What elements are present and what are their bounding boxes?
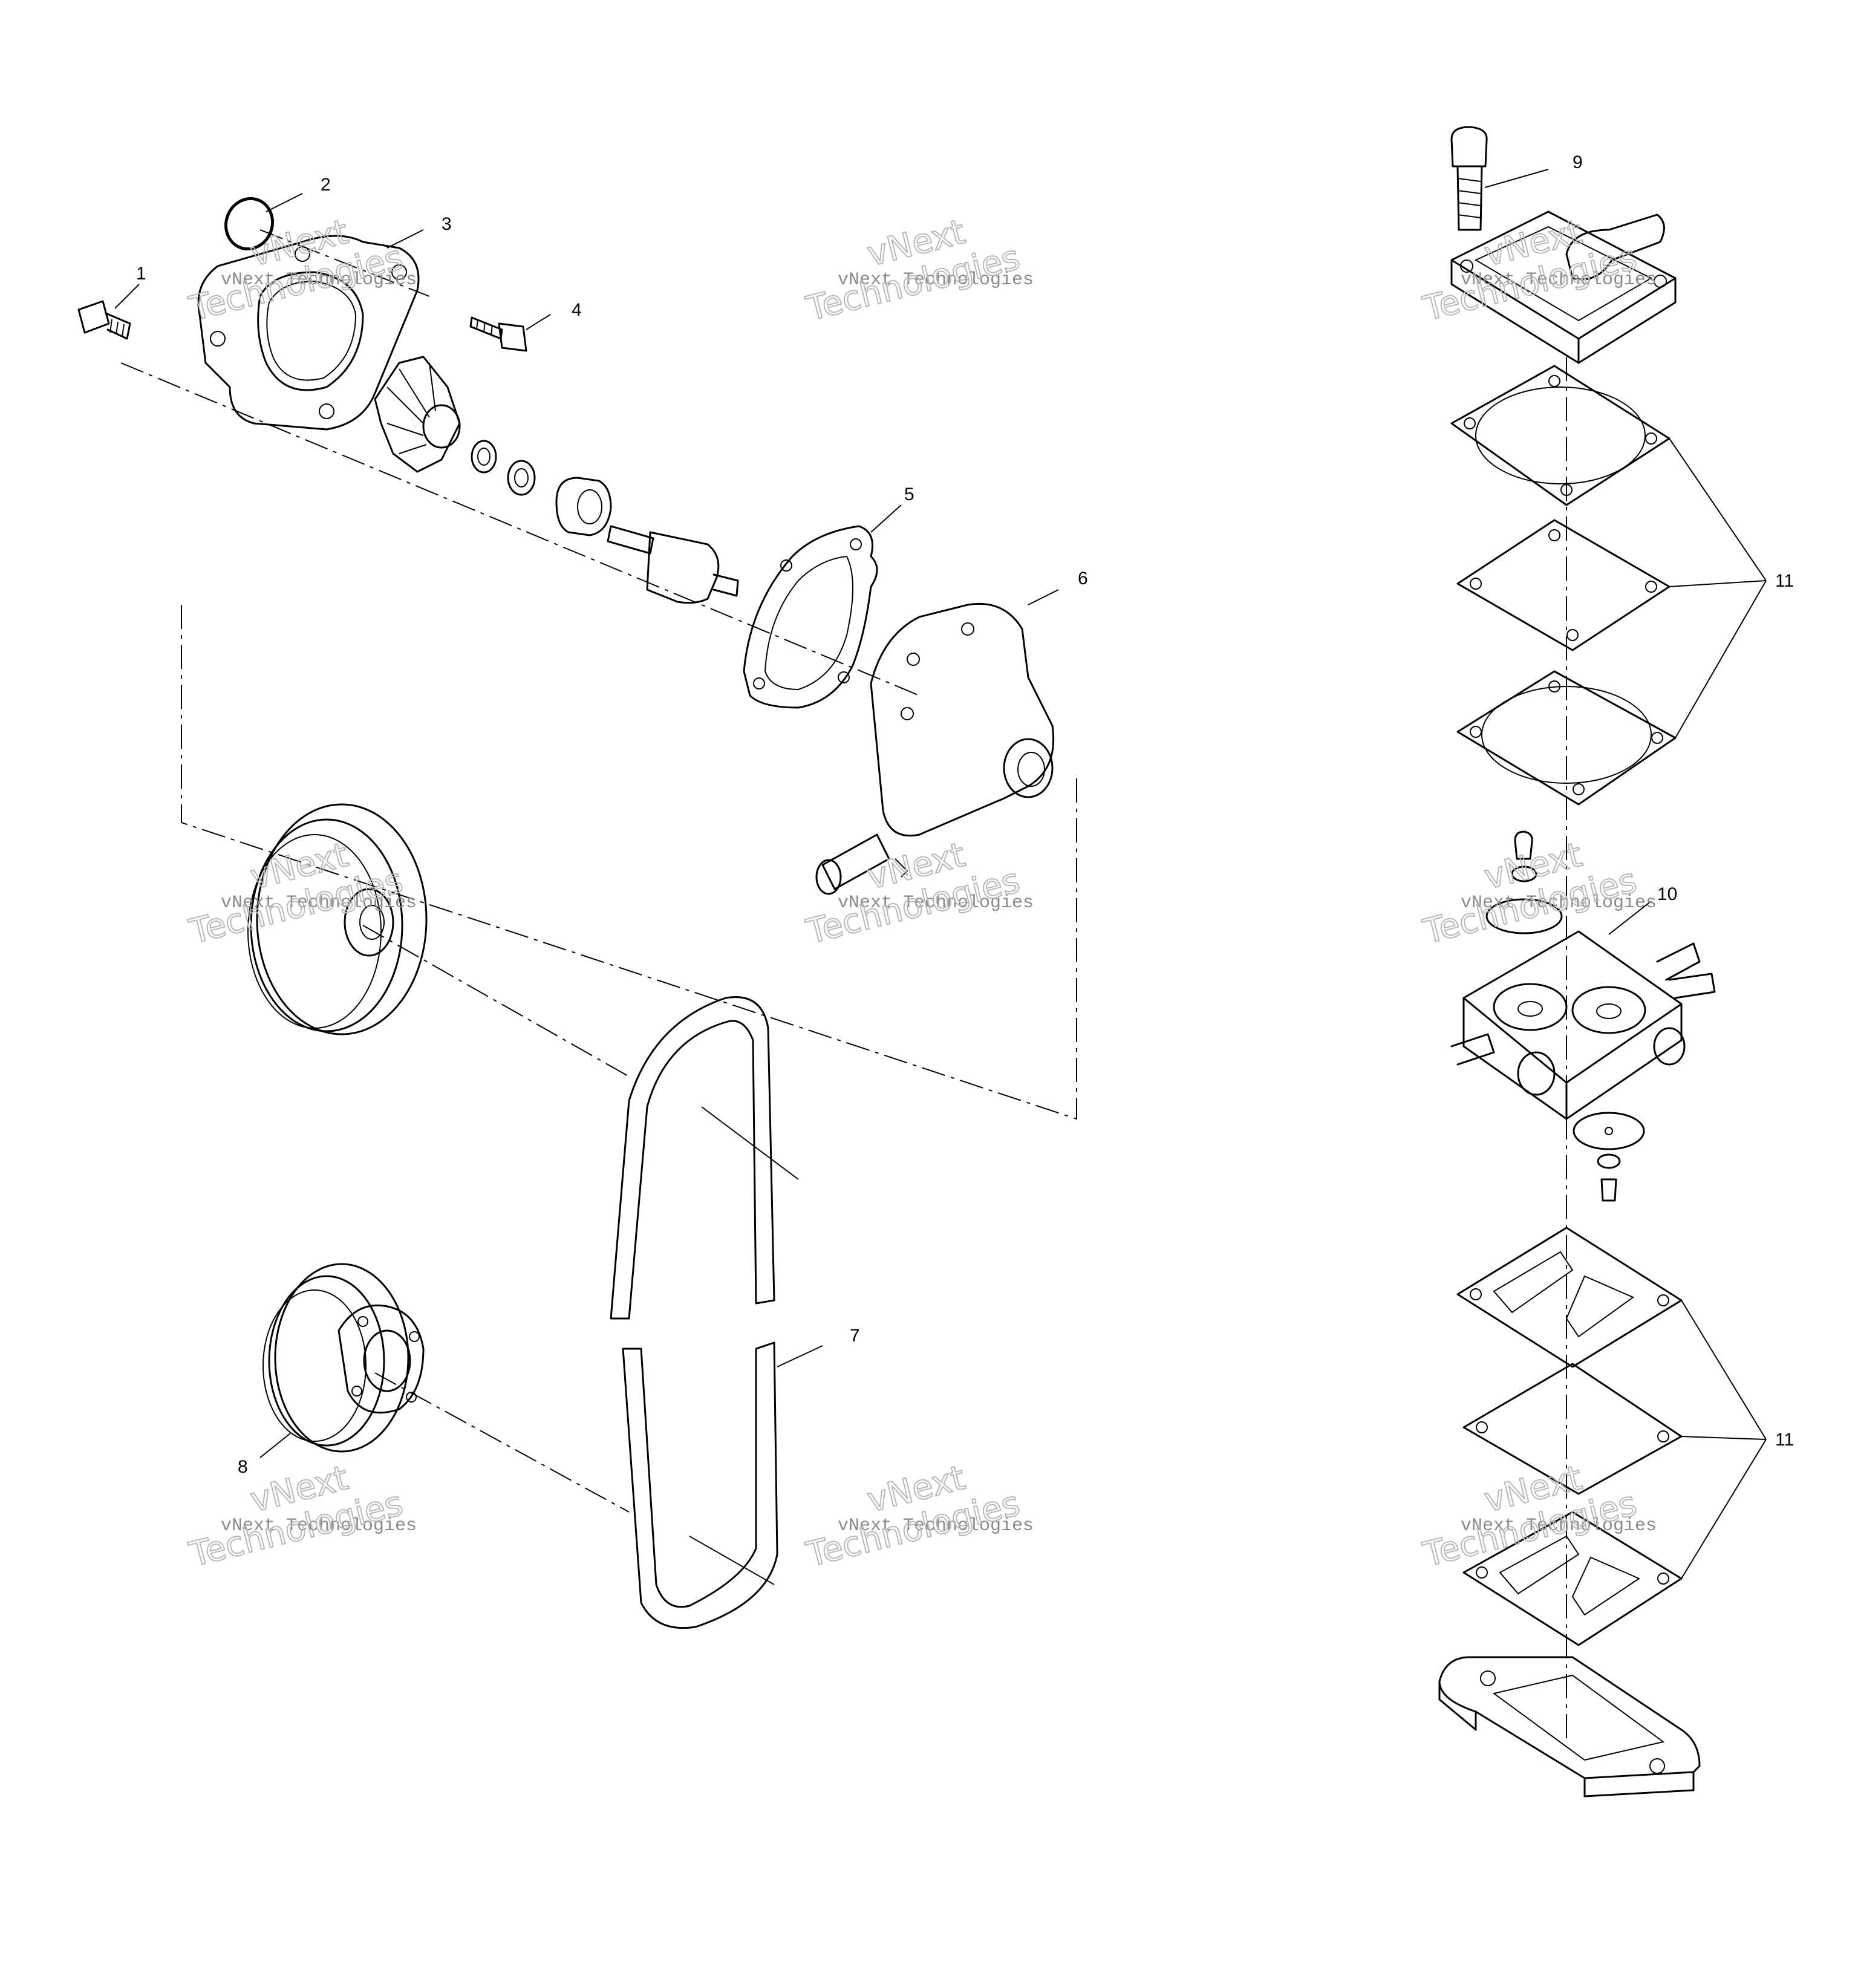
callout-7: 7 (850, 1326, 860, 1346)
bearing (555, 477, 612, 536)
leader-7 (777, 1345, 823, 1367)
small-screw-upper (1511, 830, 1537, 882)
callout-2: 2 (321, 175, 331, 195)
fuel-pump-base (1438, 1656, 1701, 1797)
leader-4 (526, 314, 551, 330)
upper-diaphragm (1456, 519, 1671, 651)
pump-centerline (120, 362, 920, 696)
svg-text:vNext Technologies: vNext Technologies (1461, 270, 1657, 290)
callout-11-lower: 11 (1775, 1430, 1794, 1450)
impeller (374, 356, 461, 473)
leader-11-upper (1669, 438, 1767, 738)
screw-part-9 (1450, 126, 1488, 231)
svg-text:vNext Technologies: vNext Technologies (838, 1516, 1034, 1536)
callout-1: 1 (136, 264, 146, 284)
lower-gasket-1 (1456, 1227, 1683, 1368)
housing-centerline (259, 229, 430, 297)
upper-gasket-1 (1450, 365, 1671, 506)
svg-text:vNext Technologies: vNext Technologies (221, 1516, 417, 1536)
leader-6 (1028, 589, 1059, 605)
belt-frame-line (181, 605, 1077, 1120)
upper-pulley (247, 803, 428, 1035)
pump-shaft (607, 525, 739, 604)
callout-9: 9 (1573, 152, 1583, 172)
pump-housing-part-6 (815, 602, 1055, 895)
o-ring-part-2 (224, 197, 274, 251)
gasket-part-5 (743, 525, 878, 709)
pump-cover-part-3 (197, 235, 420, 431)
callout-6: 6 (1078, 569, 1088, 588)
svg-text:vNext Technologies: vNext Technologies (1461, 893, 1657, 913)
valve-disc-upper (1485, 898, 1563, 934)
small-screw-lower (1597, 1153, 1621, 1202)
leader-11-lower (1681, 1300, 1767, 1579)
callout-3: 3 (442, 214, 452, 234)
bolt-part-1 (77, 300, 131, 340)
valve-disc-lower (1573, 1112, 1645, 1150)
svg-text:vNext Technologies: vNext Technologies (1461, 1516, 1657, 1536)
svg-text:vNext Technologies: vNext Technologies (221, 270, 417, 290)
svg-text:vNext Technologies: vNext Technologies (838, 893, 1034, 913)
watermark: vNext Technologies vNext Technologies vN… (185, 212, 1657, 1576)
leader-1 (114, 284, 140, 309)
lower-pulley-part-8 (262, 1263, 425, 1453)
seal-ring-1 (471, 440, 497, 474)
callout-11-upper: 11 (1775, 571, 1794, 591)
callout-4: 4 (572, 300, 582, 320)
leader-10 (1608, 901, 1652, 935)
leader-8 (259, 1433, 291, 1458)
fuel-pump-body-part-10 (1450, 930, 1716, 1120)
leader-2 (266, 193, 303, 212)
callout-5: 5 (904, 484, 914, 504)
leader-3 (386, 229, 424, 249)
pulley-lower-line (374, 1372, 630, 1513)
leader-9 (1484, 169, 1549, 188)
drive-belt-part-7 (610, 996, 799, 1629)
callout-10: 10 (1657, 884, 1677, 904)
svg-text:vNext Technologies: vNext Technologies (221, 893, 417, 913)
seal-ring-2 (507, 460, 536, 496)
svg-text:vNext Technologies: vNext Technologies (838, 270, 1034, 290)
bolt-part-4 (469, 316, 527, 352)
callout-8: 8 (238, 1457, 248, 1477)
fuel-pump-cover (1450, 210, 1677, 364)
leader-5 (870, 504, 902, 533)
pulley-upper-line (362, 925, 630, 1077)
